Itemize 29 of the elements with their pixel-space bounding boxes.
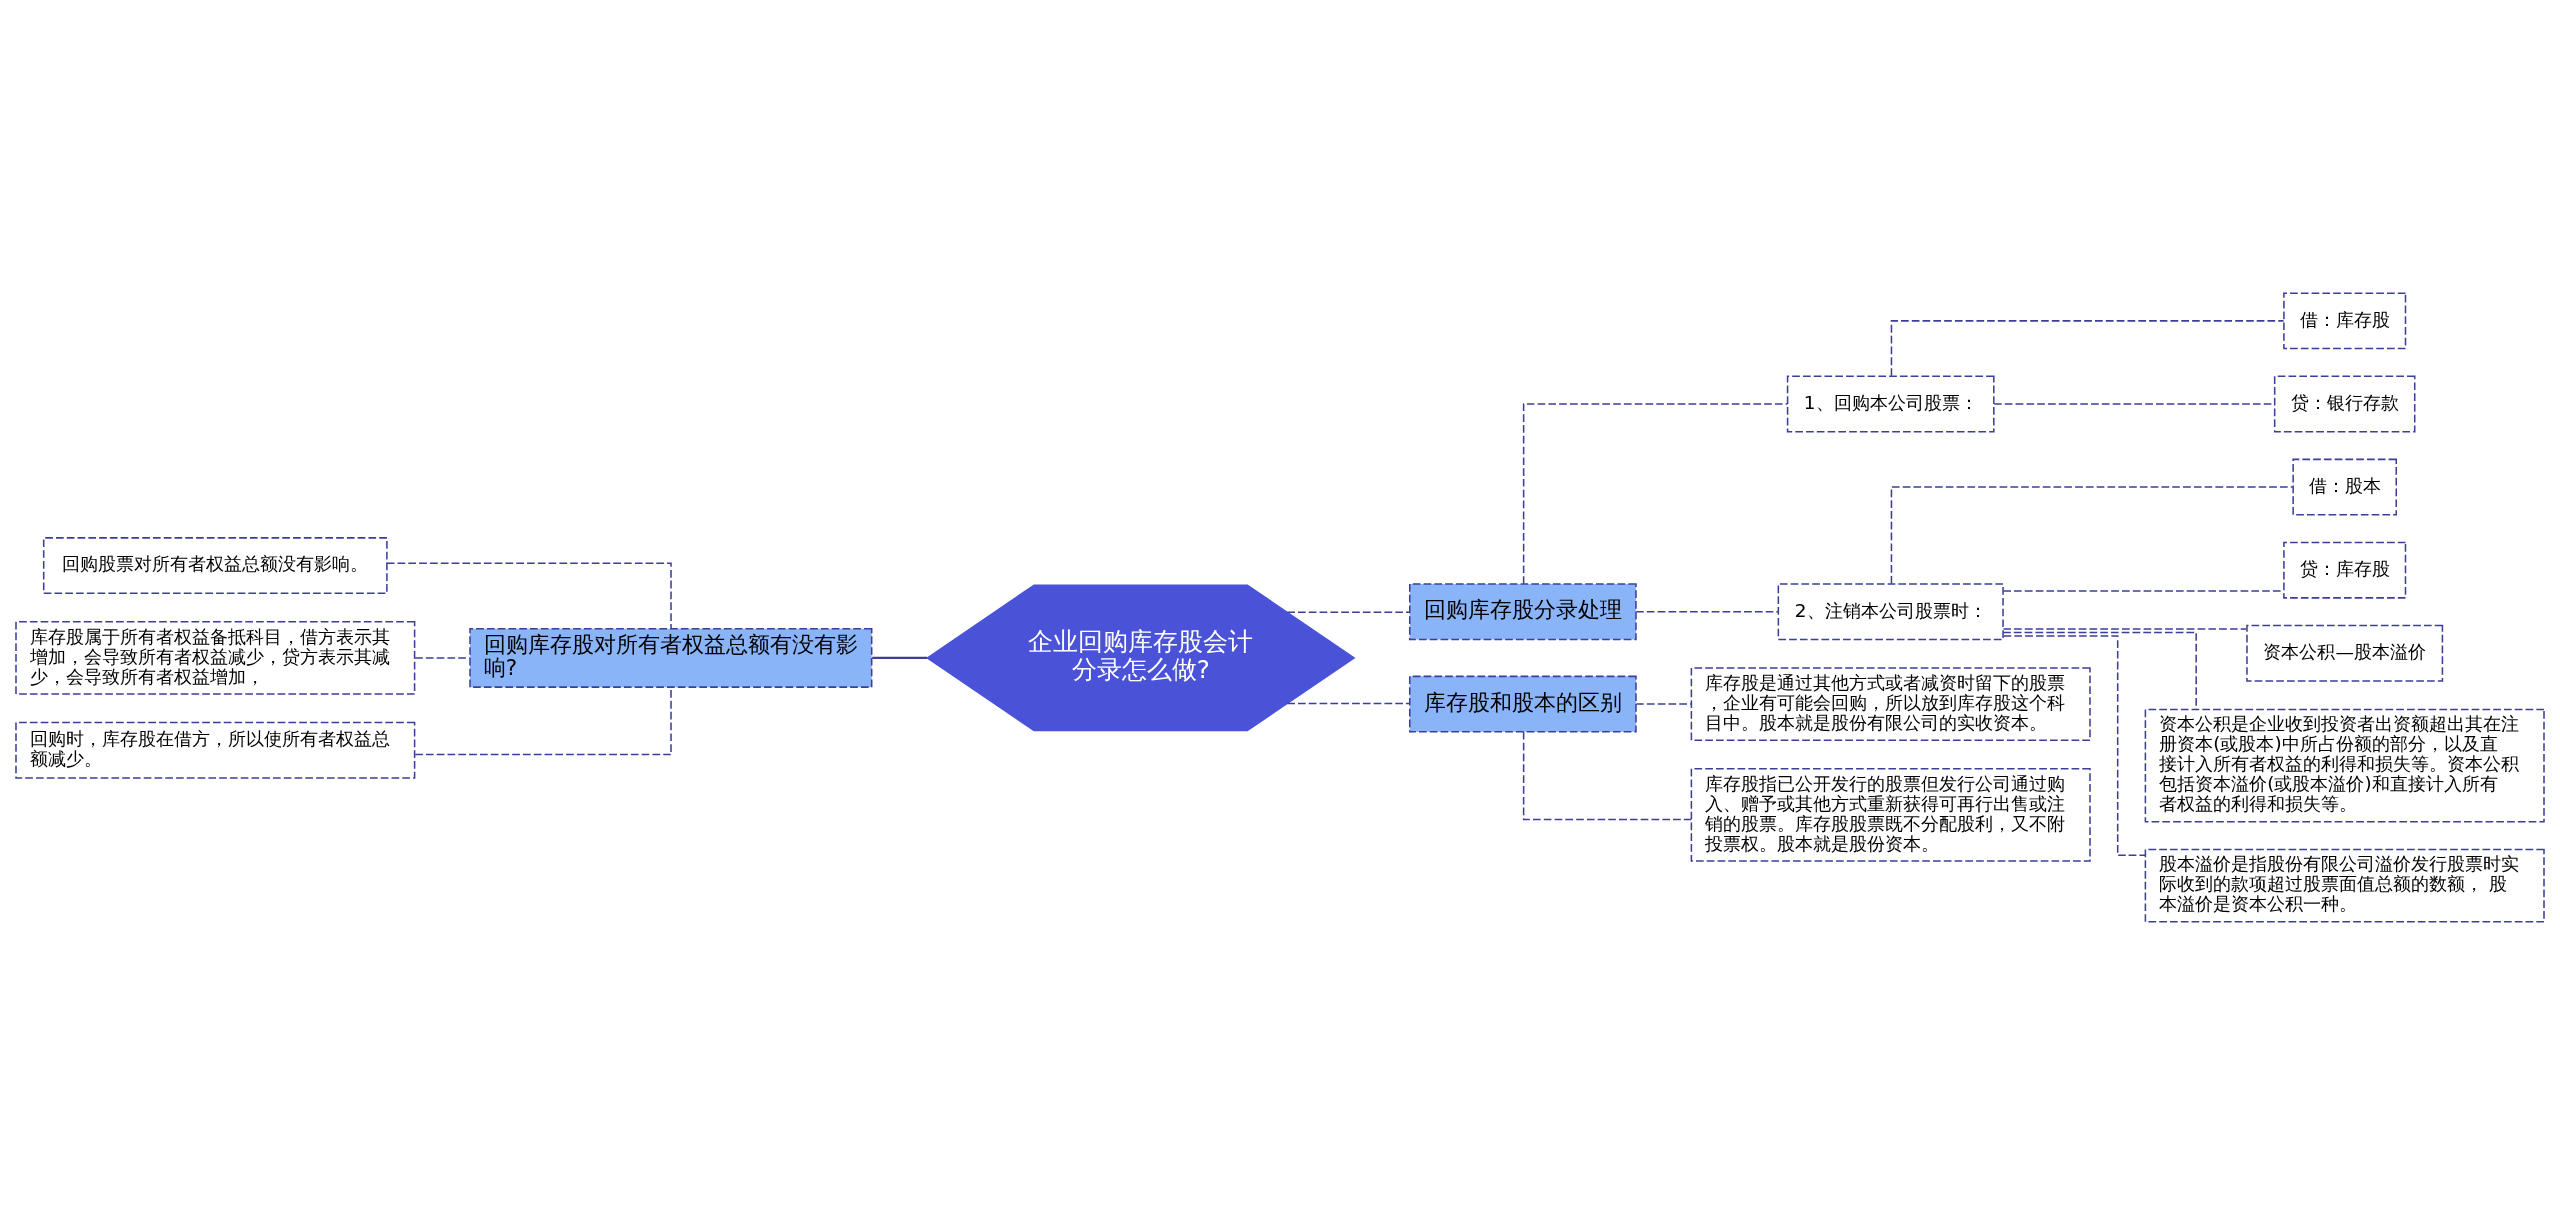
- connector: [2002, 628, 2248, 630]
- node-box: 回购时，库存股在借方，所以使所有者权益总额减少。: [15, 721, 416, 779]
- node-box: 资本公积是企业收到投资者出资额超出其在注册资本(或股本)中所占份额的部分，以及直接计入所有者权益的利得和损失等。资本公积包括资本溢价(或股本溢价)和直接计入所有者权益的利得和损失等。: [2144, 708, 2545, 823]
- connector: [386, 562, 672, 630]
- node-box: 库存股和股本的区别: [1409, 675, 1637, 733]
- connector: [414, 657, 471, 659]
- node-box: 库存股属于所有者权益备抵科目，借方表示其增加，会导致所有者权益减少，贷方表示其减少，会导致所有者权益增加，: [15, 620, 416, 695]
- node-box: 借：库存股: [2283, 292, 2407, 350]
- connector: [1635, 703, 1692, 705]
- node-box: 借：股本: [2292, 458, 2398, 516]
- connector: [1522, 403, 1789, 585]
- node-box: 贷：银行存款: [2273, 375, 2416, 433]
- connector: [1890, 486, 2294, 585]
- connector: [1522, 731, 1692, 821]
- node-box: 资本公积—股本溢价: [2246, 624, 2444, 682]
- connector: [872, 656, 928, 660]
- node-box: 1、回购本公司股票：: [1786, 375, 1995, 433]
- node-box: 2、注销本公司股票时：: [1777, 583, 2004, 641]
- node-box: 股本溢价是指股份有限公司溢价发行股票时实际收到的款项超过股票面值总额的数额， 股本溢价是资本公积一种。: [2144, 848, 2545, 923]
- connector: [1635, 610, 1780, 613]
- connector: [1286, 702, 1410, 705]
- node-box: 库存股指已公开发行的股票但发行公司通过购入、赠予或其他方式重新获得可再行出售或注销的股票。库存股股票既不分配股利，又不附投票权。股本就是股份资本。: [1690, 767, 2091, 862]
- connector: [1890, 320, 2285, 377]
- node-box: 回购库存股分录处理: [1409, 583, 1637, 641]
- connector: [1286, 611, 1410, 613]
- node-box: 回购股票对所有者权益总额没有影响。: [42, 537, 388, 595]
- node-box: 回购库存股对所有者权益总额有没有影响?: [469, 627, 873, 688]
- node-box: 库存股是通过其他方式或者减资时留下的股票，企业有可能会回购，所以放到库存股这个科目中。股本就是股份有限公司的实收资本。: [1690, 667, 2091, 741]
- node-box: 贷：库存股: [2283, 541, 2407, 599]
